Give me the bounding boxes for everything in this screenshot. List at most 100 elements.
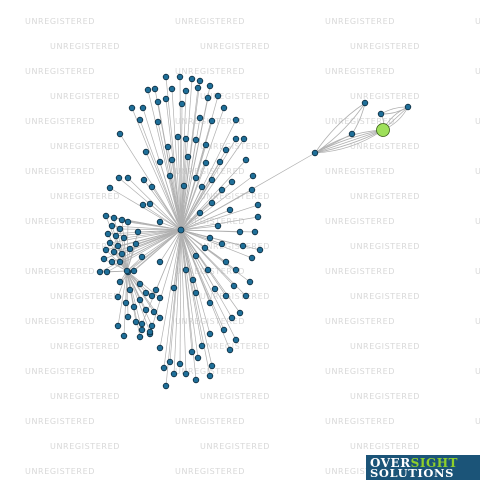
graph-node[interactable]	[146, 200, 154, 208]
graph-node[interactable]	[166, 358, 174, 366]
graph-node[interactable]	[138, 320, 146, 328]
graph-node[interactable]	[228, 314, 236, 322]
graph-node[interactable]	[202, 159, 210, 167]
graph-node[interactable]	[148, 183, 156, 191]
graph-node[interactable]	[151, 85, 159, 93]
graph-node[interactable]	[162, 73, 170, 81]
graph-node[interactable]	[232, 116, 240, 124]
graph-node[interactable]	[206, 299, 214, 307]
graph-node[interactable]	[136, 280, 144, 288]
graph-node[interactable]	[242, 156, 250, 164]
graph-node[interactable]	[102, 246, 110, 254]
graph-node[interactable]	[236, 309, 244, 317]
graph-node[interactable]	[106, 239, 114, 247]
graph-node[interactable]	[110, 214, 118, 222]
graph-node[interactable]	[214, 222, 222, 230]
graph-node[interactable]	[154, 98, 162, 106]
graph-node[interactable]	[206, 82, 214, 90]
graph-node[interactable]	[182, 370, 190, 378]
graph-node[interactable]	[377, 110, 385, 118]
graph-node[interactable]	[248, 254, 256, 262]
graph-node[interactable]	[194, 354, 202, 362]
graph-node[interactable]	[162, 95, 170, 103]
graph-node[interactable]	[106, 184, 114, 192]
bridge-node[interactable]	[311, 149, 319, 157]
graph-node[interactable]	[139, 201, 147, 209]
graph-node[interactable]	[239, 242, 247, 250]
graph-node[interactable]	[132, 240, 140, 248]
graph-node[interactable]	[176, 360, 184, 368]
graph-node[interactable]	[110, 248, 118, 256]
graph-node[interactable]	[226, 206, 234, 214]
graph-node[interactable]	[230, 282, 238, 290]
graph-node[interactable]	[182, 135, 190, 143]
graph-node[interactable]	[196, 114, 204, 122]
graph-node[interactable]	[222, 292, 230, 300]
graph-node[interactable]	[232, 266, 240, 274]
graph-node[interactable]	[150, 308, 158, 316]
graph-node[interactable]	[198, 342, 206, 350]
graph-node[interactable]	[170, 284, 178, 292]
graph-node[interactable]	[242, 292, 250, 300]
graph-node[interactable]	[240, 135, 248, 143]
graph-node[interactable]	[140, 176, 148, 184]
graph-node[interactable]	[156, 344, 164, 352]
graph-node[interactable]	[404, 103, 412, 111]
graph-node[interactable]	[201, 244, 209, 252]
graph-node[interactable]	[154, 118, 162, 126]
graph-node[interactable]	[198, 183, 206, 191]
graph-node[interactable]	[130, 303, 138, 311]
graph-node[interactable]	[136, 116, 144, 124]
graph-node[interactable]	[128, 104, 136, 112]
graph-node[interactable]	[216, 158, 224, 166]
graph-node[interactable]	[188, 348, 196, 356]
graph-node[interactable]	[178, 100, 186, 108]
highlighted-node[interactable]	[376, 123, 390, 137]
graph-node[interactable]	[124, 218, 132, 226]
graph-node[interactable]	[100, 255, 108, 263]
graph-node[interactable]	[116, 225, 124, 233]
graph-node[interactable]	[192, 376, 200, 384]
graph-node[interactable]	[208, 117, 216, 125]
graph-node[interactable]	[114, 242, 122, 250]
graph-node[interactable]	[162, 382, 170, 390]
graph-node[interactable]	[138, 326, 146, 334]
graph-node[interactable]	[218, 186, 226, 194]
graph-node[interactable]	[166, 172, 174, 180]
graph-node[interactable]	[182, 87, 190, 95]
graph-node[interactable]	[144, 86, 152, 94]
graph-node[interactable]	[204, 94, 212, 102]
graph-node[interactable]	[103, 268, 111, 276]
graph-node[interactable]	[174, 133, 182, 141]
graph-node[interactable]	[222, 258, 230, 266]
graph-node[interactable]	[246, 278, 254, 286]
graph-node[interactable]	[232, 135, 240, 143]
graph-node[interactable]	[134, 228, 142, 236]
graph-node[interactable]	[118, 216, 126, 224]
graph-node[interactable]	[116, 130, 124, 138]
graph-node[interactable]	[218, 240, 226, 248]
graph-node[interactable]	[196, 77, 204, 85]
cluster-hub-node[interactable]	[123, 267, 131, 275]
graph-node[interactable]	[211, 285, 219, 293]
graph-node[interactable]	[208, 362, 216, 370]
graph-node[interactable]	[148, 322, 156, 330]
graph-node[interactable]	[170, 370, 178, 378]
graph-node[interactable]	[120, 332, 128, 340]
graph-node[interactable]	[156, 218, 164, 226]
graph-node[interactable]	[192, 289, 200, 297]
graph-node[interactable]	[120, 234, 128, 242]
graph-node[interactable]	[142, 289, 150, 297]
graph-node[interactable]	[248, 186, 256, 194]
graph-node[interactable]	[184, 153, 192, 161]
graph-node[interactable]	[164, 143, 172, 151]
graph-node[interactable]	[142, 148, 150, 156]
graph-node[interactable]	[130, 267, 138, 275]
graph-node[interactable]	[192, 252, 200, 260]
graph-node[interactable]	[156, 294, 164, 302]
graph-node[interactable]	[254, 213, 262, 221]
graph-node[interactable]	[220, 104, 228, 112]
graph-node[interactable]	[156, 158, 164, 166]
graph-node[interactable]	[361, 99, 369, 107]
graph-node[interactable]	[118, 250, 126, 258]
